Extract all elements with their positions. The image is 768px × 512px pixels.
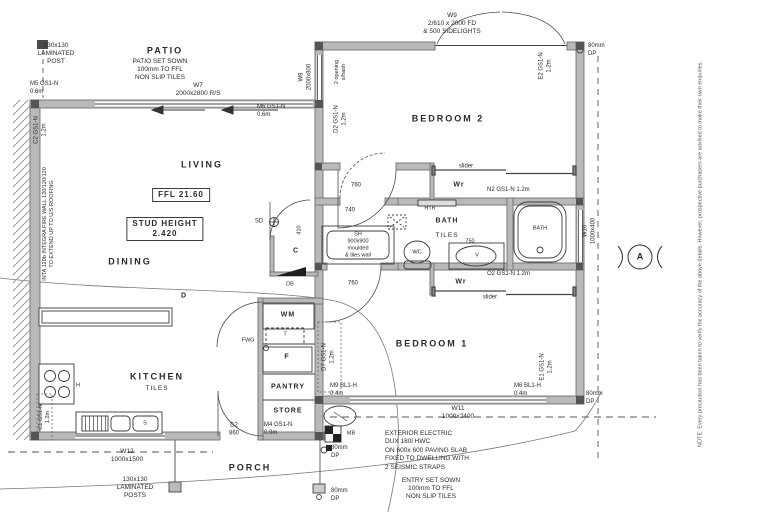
wardrobe1-label: Wr <box>455 278 467 286</box>
disclaimer-note: NOTE: Every precaution has been taken to… <box>697 60 704 448</box>
dim-410: 410 <box>296 225 303 235</box>
shower-label: SH 900x900 moulded & tiles wall <box>345 231 371 258</box>
bath-finish-label: TILES <box>435 231 459 239</box>
entry-setdown-note: ENTRY SET SOWN 100mm TO FFL NON SLIP TIL… <box>401 476 461 501</box>
dim-750: 750 <box>465 238 475 245</box>
kitchen-finish-label: TILES <box>145 384 169 392</box>
sink-label: S <box>143 420 147 427</box>
heated-towel-rail-label: HTR <box>424 205 436 212</box>
windows <box>75 45 583 439</box>
wardrobe-sliders <box>431 165 577 297</box>
window-label-w11: W11 1000x2400 <box>441 404 475 420</box>
bracing-label-d2: D2 GS1-N 1.2m <box>333 105 348 133</box>
room-label-living: LIVING <box>180 159 224 170</box>
laminated-posts-note-bottom: 130x130 LAMINATED POSTS <box>116 475 154 500</box>
bathroom-fixtures <box>321 199 567 270</box>
downpipe-label-bottom-right: 80mm DP <box>586 391 603 405</box>
section-marker <box>617 244 663 270</box>
room-label-store: STORE <box>273 407 303 415</box>
site-contour-lines <box>0 277 602 512</box>
window-label-w8: W8 2000x800 <box>298 63 313 91</box>
smoke-detector-and-db <box>269 217 306 276</box>
laminated-post-note-top: 130x130 LAMINATED POST <box>37 41 75 66</box>
window-w8-sash-note: 2 opening s/hash <box>334 59 347 85</box>
downpipe-label-porch-lower: 80mm DP <box>331 488 348 502</box>
door-d-label: D <box>180 292 188 300</box>
wardrobe1-slider-label: slider <box>482 294 498 301</box>
downpipe-label-top-right: 80mm DP <box>588 43 605 57</box>
section-marker-a: A <box>636 251 644 262</box>
window-label-w10: W10 1000x400 <box>582 217 597 245</box>
room-label-bedroom1: BEDROOM 1 <box>395 338 469 349</box>
bracing-label-m4: M4 GS1-N 0.9m <box>264 422 293 436</box>
dim-760-bed1: 760 <box>347 280 359 287</box>
vanity-label: V <box>475 252 479 259</box>
room-label-bedroom2: BEDROOM 2 <box>411 113 485 124</box>
meter-box-and-hwc <box>323 405 357 451</box>
fire-wall-note: INTA 120b INTEGRA FIRE WALL 120/120/120 … <box>42 167 55 281</box>
bracing-zones <box>36 321 342 441</box>
room-label-pantry: PANTRY <box>271 383 305 391</box>
bracing-label-m6-bed1: M6 BL1-H 0.4m <box>514 383 542 397</box>
door-label-w9: W9 2/610 x 2000 FD & 500 SIDELIGHTS <box>423 11 481 36</box>
room-label-bath: BATH <box>435 217 459 225</box>
bracing-label-c2: C2 GS1-N 1.2m <box>33 116 48 144</box>
exterior-electric-note: EXTERIOR ELECTRIC DUX 180l HWC ON 600x 6… <box>385 430 469 471</box>
bracing-label-m6-top: M6 GS1-N 0.6m <box>257 104 286 118</box>
laundry-storage-fixtures <box>262 302 315 401</box>
slider-direction-arrows <box>150 105 278 115</box>
bracing-label-d7: D7 GS1-N 1.2m <box>321 343 336 371</box>
wall-junction-blocks <box>31 42 584 440</box>
wc-label: WC <box>412 249 422 256</box>
fire-wall-hatching <box>13 100 31 440</box>
kitchen-fixtures <box>38 307 173 435</box>
bracing-label-o2: O2 GS1-N 1.2m <box>487 271 531 277</box>
room-label-dining: DINING <box>108 256 152 267</box>
tub-label: T <box>283 331 287 338</box>
dashed-lines <box>8 50 656 460</box>
stud-height-label: STUD HEIGHT 2.420 <box>126 217 204 241</box>
ffl-level-label: FFL 21.60 <box>152 188 210 202</box>
room-label-patio: PATIO <box>146 45 184 56</box>
meter-box-label: MB <box>346 430 356 437</box>
dim-740: 740 <box>344 207 356 214</box>
hob-label: H <box>76 382 80 389</box>
smoke-detector-label: SD <box>254 218 264 225</box>
dim-760-hall: 760 <box>350 182 362 189</box>
room-label-porch: PORCH <box>228 462 272 473</box>
window-label-w7: W7 2000x2800 R/S <box>175 81 221 97</box>
bracing-label-m9: M9 BL1-H 0.4m <box>330 383 358 397</box>
door-label-d2: D2 860 <box>228 422 240 437</box>
distribution-board-label: DB <box>286 281 294 288</box>
bracing-label-c1: C1 GS1-N 1.2m <box>38 404 51 430</box>
patio-setdown-note: PATIO SET SOWN 100mm TO FFL NON SLIP TIL… <box>132 57 188 82</box>
bath-tub-label: BATH <box>532 225 548 232</box>
wardrobe2-label: Wr <box>453 181 465 189</box>
wardrobe2-slider-label: slider <box>458 163 474 170</box>
room-label-kitchen: KITCHEN <box>130 371 184 382</box>
bracing-label-e2: E2 GS1-N 1.2m <box>538 52 553 80</box>
door-swings <box>216 11 566 437</box>
bracing-label-n2: N2 GS1-N 1.2m <box>487 187 530 193</box>
floor-waste-label: FWG <box>241 337 255 344</box>
window-label-w12: W12 1000x1500 <box>110 447 144 463</box>
closet-label: C <box>292 247 300 255</box>
fridge-label: F <box>284 353 290 361</box>
downpipe-label-porch-upper: 80mm DP <box>331 445 348 459</box>
bracing-label-e1: E1 GS1-N 1.2m <box>539 353 554 381</box>
washing-machine-label: WM <box>280 311 296 319</box>
posts-and-downpipes <box>37 40 584 500</box>
bracing-label-m5: M5 GS1-N 0.6m <box>30 81 59 95</box>
